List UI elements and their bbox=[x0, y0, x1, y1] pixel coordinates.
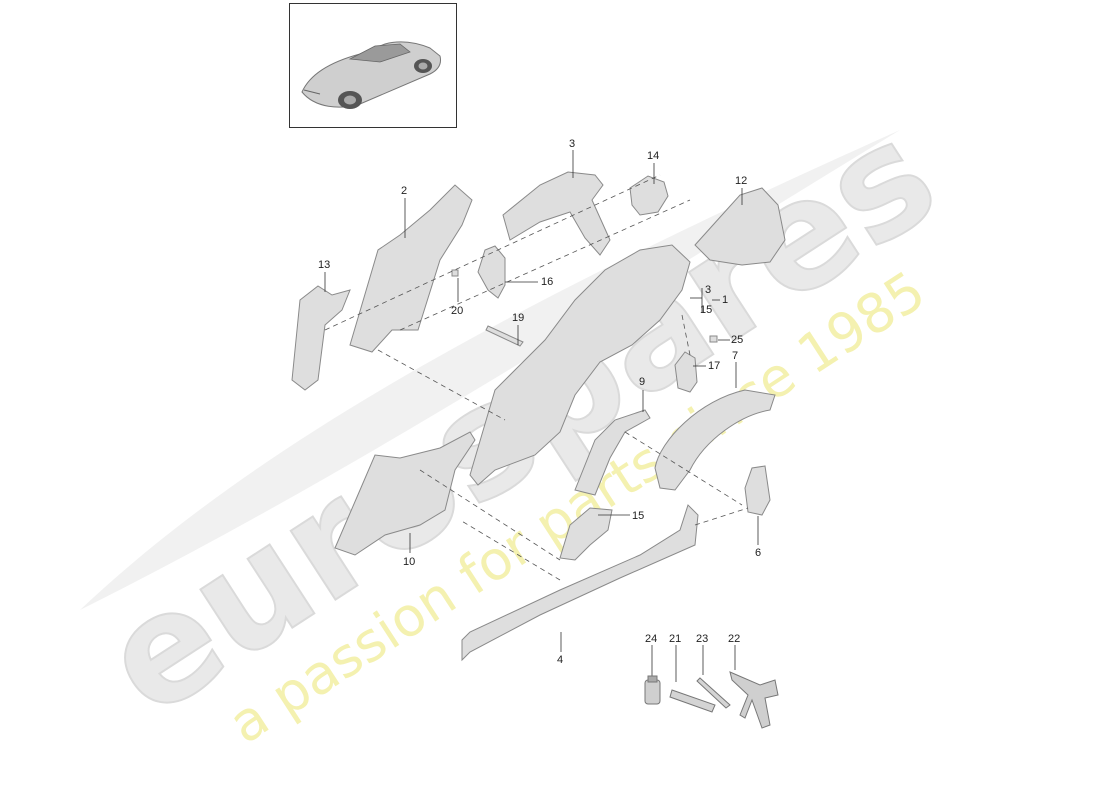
part-10 bbox=[334, 431, 476, 556]
callout-3: 3 bbox=[569, 138, 576, 150]
callout-1: 1 bbox=[722, 294, 729, 306]
callout-23: 23 bbox=[696, 633, 709, 645]
part-17 bbox=[674, 351, 698, 393]
callout-17: 17 bbox=[708, 360, 721, 372]
callout-19: 19 bbox=[512, 312, 525, 324]
part-19 bbox=[485, 325, 524, 347]
part-16 bbox=[477, 245, 506, 299]
part-4 bbox=[461, 504, 699, 662]
part-24 bbox=[644, 679, 661, 705]
callout-25: 25 bbox=[731, 334, 744, 346]
part-14 bbox=[629, 175, 669, 216]
part-15 bbox=[559, 507, 613, 561]
part-20 bbox=[451, 269, 459, 277]
callout-4: 4 bbox=[557, 654, 564, 666]
callout-10: 10 bbox=[403, 556, 416, 568]
part-21 bbox=[669, 689, 716, 713]
callout-21: 21 bbox=[669, 633, 682, 645]
callout-20: 20 bbox=[451, 305, 464, 317]
callout-7: 7 bbox=[732, 350, 739, 362]
part-3 bbox=[502, 171, 611, 256]
part-2 bbox=[349, 184, 473, 353]
callout-15: 15 bbox=[632, 510, 645, 522]
consumables bbox=[644, 645, 779, 729]
callout-13: 13 bbox=[318, 259, 331, 271]
part-23 bbox=[696, 677, 731, 709]
callout-24: 24 bbox=[645, 633, 658, 645]
part-6 bbox=[744, 465, 771, 516]
part-13 bbox=[291, 285, 351, 391]
callout-14: 14 bbox=[647, 150, 660, 162]
callout-16: 16 bbox=[541, 276, 554, 288]
part-9 bbox=[574, 409, 651, 496]
car-thumbnail-icon bbox=[301, 41, 441, 109]
part-1 bbox=[469, 244, 691, 486]
car-thumbnail-frame bbox=[289, 3, 457, 128]
part-12 bbox=[694, 187, 786, 266]
callout-6: 6 bbox=[755, 547, 762, 559]
callout-12: 12 bbox=[735, 175, 748, 187]
part-7 bbox=[654, 389, 776, 491]
part-22 bbox=[729, 671, 779, 729]
part-25 bbox=[709, 335, 718, 343]
callout-3b: 3 bbox=[705, 284, 712, 296]
callout-9: 9 bbox=[639, 376, 646, 388]
callout-22: 22 bbox=[728, 633, 741, 645]
callout-2: 2 bbox=[401, 185, 408, 197]
callout-15b: 15 bbox=[700, 304, 713, 316]
